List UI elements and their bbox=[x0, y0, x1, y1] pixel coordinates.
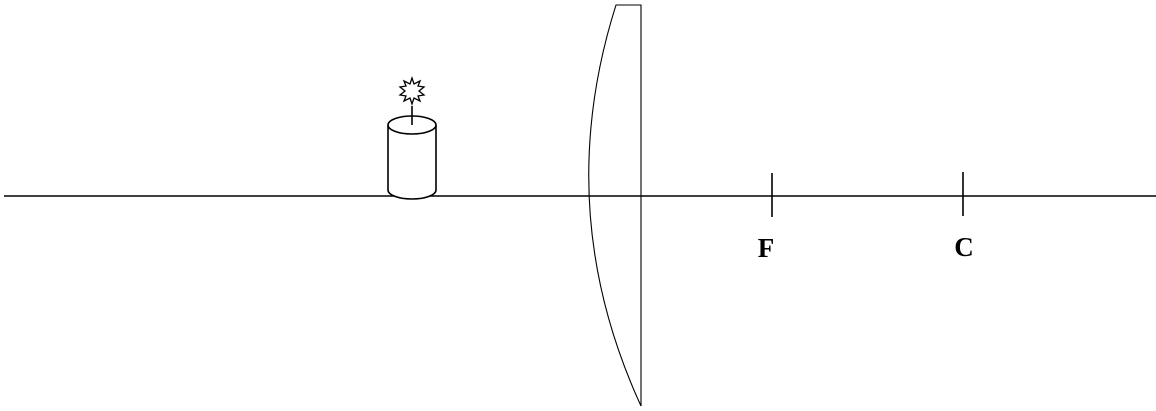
lens bbox=[588, 4, 642, 407]
candle-body bbox=[387, 125, 437, 200]
focal-point-marker: F bbox=[758, 173, 775, 263]
candle-icon bbox=[387, 75, 437, 200]
flame-icon bbox=[398, 75, 426, 107]
center-of-curvature-marker: C bbox=[954, 172, 974, 262]
focal-point-label: F bbox=[758, 233, 775, 263]
center-of-curvature-label: C bbox=[954, 232, 974, 262]
lens-outline bbox=[588, 4, 642, 407]
